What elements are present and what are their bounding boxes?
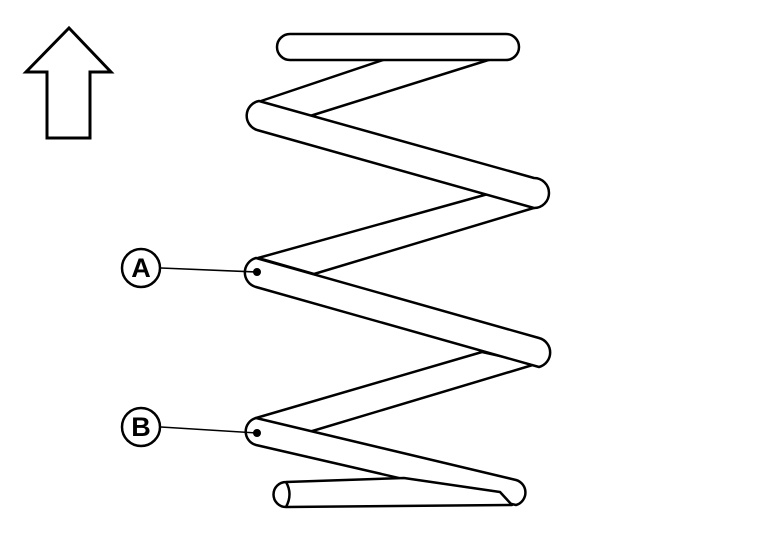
callout-b-circle <box>120 406 162 448</box>
callout-b-point <box>253 429 261 437</box>
up-arrow-icon <box>22 25 115 140</box>
callout-b: B <box>120 406 261 448</box>
callout-b-label: B <box>131 412 151 442</box>
spring-front-segment-1 <box>245 99 551 210</box>
spring-top-end <box>275 32 521 62</box>
callout-a-leader <box>160 267 258 273</box>
spring-back-segment-1 <box>256 55 500 118</box>
callout-a-point <box>253 268 261 276</box>
spring-front-segment-3 <box>244 416 527 507</box>
spring-bottom-end-cut <box>284 481 291 508</box>
spring-front-segment-2 <box>243 256 552 369</box>
callout-a: A <box>120 247 261 289</box>
spring-bottom-end <box>272 476 514 509</box>
spring-front-segments <box>243 99 552 507</box>
callout-b-leader <box>160 426 258 434</box>
spring-back-segment-2 <box>256 192 539 276</box>
spring-bottom-end-body <box>272 476 514 509</box>
callout-a-label: A <box>131 253 151 283</box>
callout-a-circle <box>120 247 162 289</box>
spring-back-segment-3 <box>254 350 538 434</box>
